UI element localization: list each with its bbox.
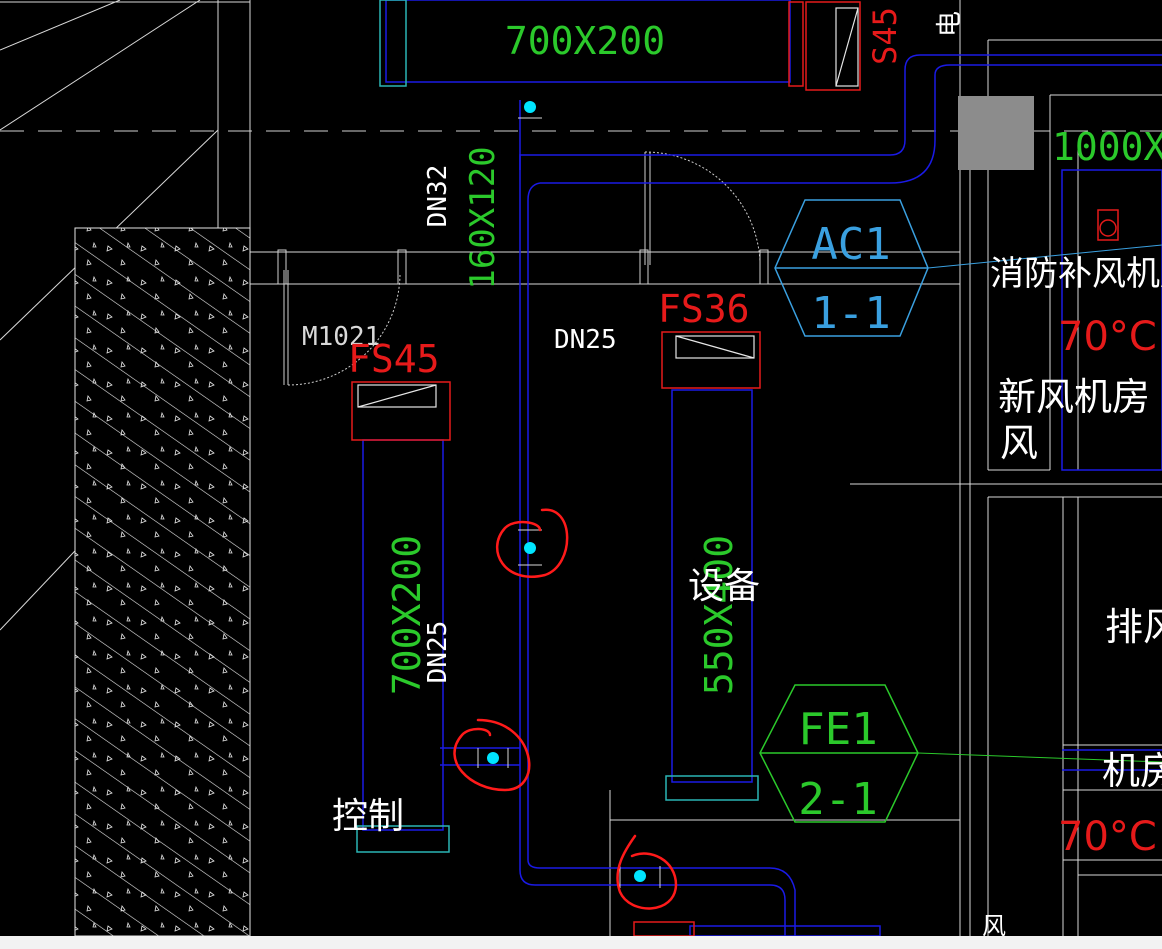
equipment-tag-fe1[interactable]: FE1 2-1 [759,684,1162,825]
temp-upper: 70°C [1058,314,1157,360]
ac1-id: AC1 [811,219,890,270]
hatched-wall [74,227,251,937]
bottom-right-char: 风 [982,912,1006,940]
column-block[interactable] [958,96,1034,170]
label-control: 控制 [332,796,404,837]
duct-label-right-vertical: 550X400 [697,535,741,695]
room-fan: 机房 [1102,749,1162,793]
room-fresh-air: 新风机房 [998,375,1150,419]
pipe-label-dn25-middle: DN25 [554,325,617,355]
duct-label-left-vertical: 700X200 [385,535,429,695]
damper-symbols [357,7,859,408]
fe1-section: 2-1 [798,774,877,825]
status-bar [0,936,1162,949]
label-equipment: 设备 [688,566,760,607]
valve-node-mid [518,529,542,566]
room-exhaust: 排风 [1105,605,1162,649]
fe1-id: FE1 [798,704,877,755]
valve-node-top [518,101,542,119]
valve-node-left [477,748,509,768]
duct-label-vertical-small: 160X120 [463,146,503,289]
duct-label-top-main: 700X200 [505,19,665,63]
top-right-char: 电 [935,11,965,37]
ac1-section: 1-1 [811,288,890,339]
pipe-label-dn32: DN32 [423,165,453,228]
damper-tag-fs45: FS45 [348,337,440,381]
pipe-label-dn25-left: DN25 [423,621,453,684]
door-m1021[interactable] [277,151,769,386]
pipe-nodes[interactable] [477,101,661,888]
door-tag: M1021 [302,322,380,352]
valve-node-bottom [619,866,661,888]
ducts[interactable] [356,0,1162,937]
room-fire-supply-fan: 消防补风机房 [990,254,1162,294]
annotation-marks [453,508,678,910]
temp-lower: 70°C [1058,814,1157,860]
equipment-tag-ac1[interactable]: AC1 1-1 [774,199,1162,339]
damper-tag-s45: S45 [866,7,904,65]
damper-tag-fs36: FS36 [658,287,750,331]
duct-label-top-right: 1000X4 [1052,125,1162,169]
room-fresh-air-line2: 风 [1000,421,1038,465]
